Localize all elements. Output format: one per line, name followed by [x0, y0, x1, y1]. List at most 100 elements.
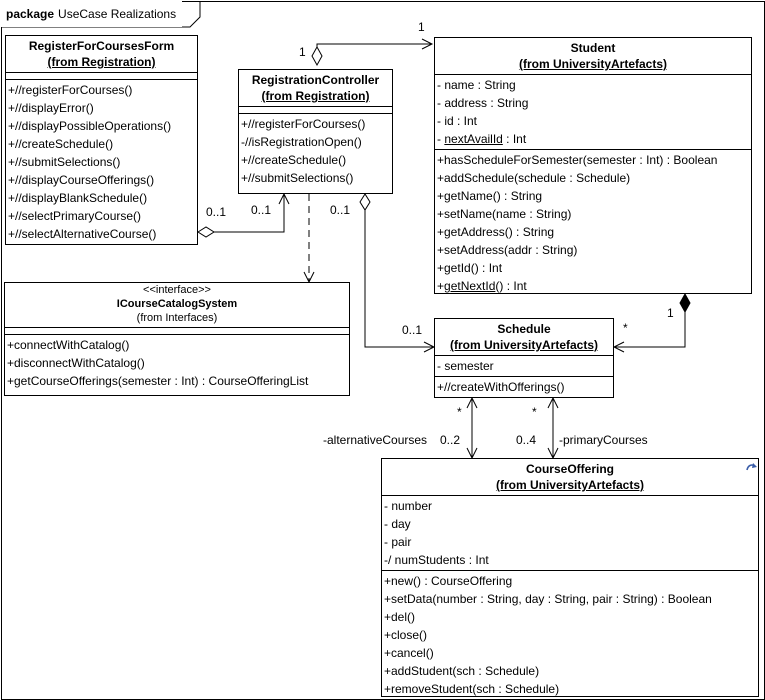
- operation: +addSchedule(schedule : Schedule): [437, 171, 631, 185]
- class-origin: (from UniversityArtefacts): [518, 57, 668, 71]
- operation: +//displayError(): [8, 101, 94, 115]
- class-origin: (from Interfaces): [136, 312, 218, 324]
- operation: +//registerForCourses(): [241, 117, 366, 131]
- operation: +//createSchedule(): [8, 137, 114, 151]
- operations-compartment: +//registerForCourses() -//isRegistratio…: [239, 114, 392, 188]
- alt-arrow-up: [466, 396, 478, 409]
- operation: +setAddress(addr : String): [437, 243, 578, 257]
- attribute: - id : Int: [437, 114, 478, 128]
- class-header: Student (from UniversityArtefacts): [435, 38, 751, 75]
- operation: +//displayCourseOfferings(): [8, 173, 155, 187]
- class-origin: (from Registration): [261, 89, 370, 103]
- class-schedule[interactable]: Schedule (from UniversityArtefacts) - se…: [434, 318, 614, 398]
- class-header: RegistrationController (from Registratio…: [239, 70, 392, 107]
- mult-label: 0..1: [330, 203, 351, 217]
- class-header: <<interface>> ICourseCatalogSystem (from…: [5, 283, 349, 328]
- attribute: -/ numStudents : Int: [384, 553, 489, 567]
- operation: +hasScheduleForSemester(semester : Int) …: [437, 153, 718, 167]
- operation: +connectWithCatalog(): [7, 338, 130, 352]
- mult-label: *: [457, 405, 462, 419]
- class-name: ICourseCatalogSystem: [116, 298, 238, 310]
- class-origin: (from UniversityArtefacts): [449, 338, 599, 352]
- pri-arrow-up: [547, 396, 559, 409]
- operation: +//selectAlternativeCourse(): [8, 227, 157, 241]
- operation: +setData(number : String, day : String, …: [384, 592, 712, 606]
- student-schedule-arrow: [612, 341, 625, 353]
- mult-label: 0..1: [251, 203, 272, 217]
- attribute: - pair: [384, 535, 412, 549]
- package-keyword: package: [6, 7, 55, 21]
- attribute: - number: [384, 499, 433, 513]
- attributes-compartment: - name : String - address : String - id …: [435, 75, 751, 150]
- attributes-compartment: [239, 107, 392, 114]
- form-ctrl-diamond: [197, 226, 215, 238]
- operation: +//createWithOfferings(): [437, 380, 565, 394]
- operation: +close(): [384, 628, 428, 642]
- attributes-compartment: [6, 73, 197, 80]
- class-name: RegisterForCoursesForm: [28, 39, 175, 53]
- operation: +getAddress() : String: [437, 225, 555, 239]
- mult-label: 0..1: [206, 205, 227, 219]
- attribute: - day: [384, 517, 411, 531]
- operation: +getId() : Int: [437, 261, 503, 275]
- operations-compartment: +hasScheduleForSemester(semester : Int) …: [435, 150, 751, 293]
- mult-label: 1: [418, 20, 425, 34]
- class-course-offering[interactable]: CourseOffering (from UniversityArtefacts…: [381, 458, 759, 697]
- operation: +addStudent(sch : Schedule): [384, 664, 540, 678]
- form-ctrl-line: [214, 194, 285, 233]
- operation-static: +getNextId() : Int: [437, 279, 527, 293]
- operation: +//createSchedule(): [241, 153, 347, 167]
- mult-label: 0..2: [440, 433, 461, 447]
- student-schedule-diamond: [679, 292, 691, 314]
- class-name: RegistrationController: [251, 73, 380, 87]
- attribute-static: - nextAvailId : Int: [437, 132, 527, 146]
- operation: +removeStudent(sch : Schedule): [384, 682, 560, 696]
- class-name: Schedule: [497, 322, 551, 336]
- operation: +//submitSelections(): [8, 155, 121, 169]
- operation: +new() : CourseOffering: [384, 574, 513, 588]
- attributes-compartment: - number - day - pair -/ numStudents : I…: [382, 496, 758, 571]
- mult-label: 0..4: [516, 433, 537, 447]
- mult-label: 0..1: [402, 323, 423, 337]
- class-header: CourseOffering (from UniversityArtefacts…: [382, 459, 758, 496]
- class-register-for-courses-form[interactable]: RegisterForCoursesForm (from Registratio…: [5, 35, 198, 245]
- ctrl-schedule-diamond: [359, 193, 371, 211]
- stereotype: <<interface>>: [143, 284, 211, 296]
- role-label-alternative-courses: -alternativeCourses: [323, 433, 428, 447]
- operation: -//isRegistrationOpen(): [241, 135, 362, 149]
- mult-label: *: [623, 321, 628, 335]
- operation: +//registerForCourses(): [8, 83, 133, 97]
- operation: +setName(name : String): [437, 207, 572, 221]
- package-name: UseCase Realizations: [58, 7, 177, 21]
- mult-label: *: [532, 405, 537, 419]
- class-student[interactable]: Student (from UniversityArtefacts) - nam…: [434, 37, 752, 294]
- form-ctrl-arrow: [278, 192, 290, 205]
- attributes-compartment: [5, 328, 349, 335]
- operations-compartment: +//createWithOfferings(): [435, 377, 613, 397]
- ctrl-student-diamond: [311, 45, 323, 67]
- operation: +//displayPossibleOperations(): [8, 119, 172, 133]
- class-header: Schedule (from UniversityArtefacts): [435, 319, 613, 356]
- role-label-primary-courses: -primaryCourses: [559, 433, 648, 447]
- operation: +del(): [384, 610, 416, 624]
- link-arrow-icon[interactable]: [745, 461, 758, 473]
- class-name: Student: [570, 41, 616, 55]
- operation: +//submitSelections(): [241, 171, 354, 185]
- class-header: RegisterForCoursesForm (from Registratio…: [6, 36, 197, 73]
- attributes-compartment: - semester: [435, 356, 613, 377]
- operations-compartment: +connectWithCatalog() +disconnectWithCat…: [5, 335, 349, 391]
- class-registration-controller[interactable]: RegistrationController (from Registratio…: [238, 69, 393, 194]
- operation: +getName() : String: [437, 189, 543, 203]
- operation: +disconnectWithCatalog(): [7, 356, 145, 370]
- mult-label: 1: [667, 306, 674, 320]
- interface-icourse-catalog-system[interactable]: <<interface>> ICourseCatalogSystem (from…: [4, 282, 350, 396]
- class-origin: (from Registration): [47, 55, 156, 69]
- student-schedule-line: [614, 312, 686, 348]
- attribute: - address : String: [437, 96, 529, 110]
- ctrl-schedule-line: [364, 210, 434, 348]
- ctrl-student-line: [316, 43, 432, 59]
- class-name: CourseOffering: [525, 462, 614, 476]
- operation: +//displayBlankSchedule(): [8, 191, 148, 205]
- operation: +//selectPrimaryCourse(): [8, 209, 142, 223]
